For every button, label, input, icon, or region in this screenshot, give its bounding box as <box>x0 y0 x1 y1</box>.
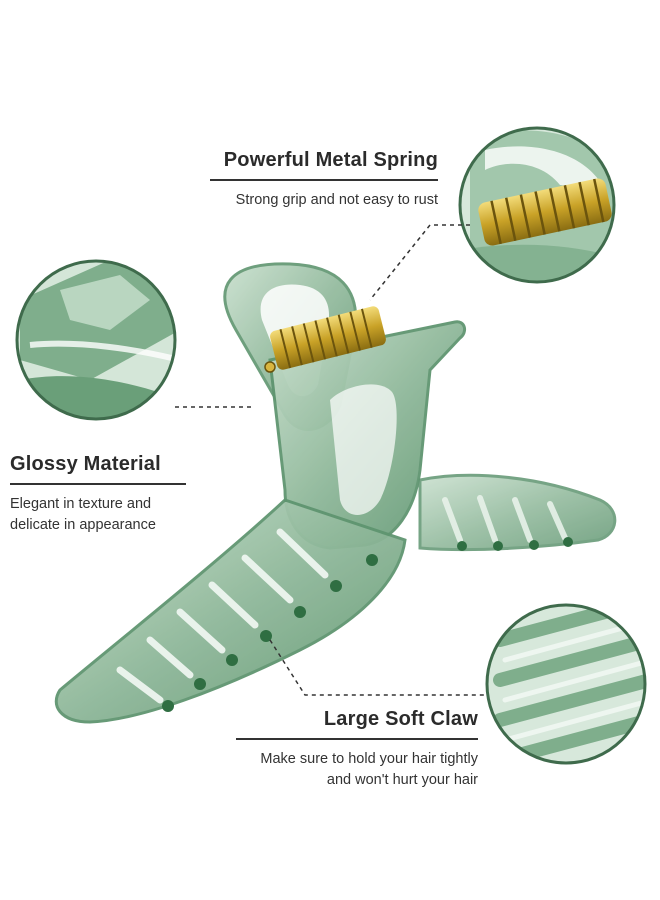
feature-desc-spring: Strong grip and not easy to rust <box>235 192 438 208</box>
metal-spring <box>264 306 386 373</box>
zoom-circle-glossy <box>15 259 177 421</box>
zoom-circle-spring <box>458 126 616 284</box>
feature-title-spring: Powerful Metal Spring <box>223 149 438 171</box>
feature-desc-glossy-line1: Elegant in texture and <box>10 496 152 512</box>
leader-spring <box>369 224 470 301</box>
zoom-circle-claw <box>485 603 647 765</box>
feature-spring: Powerful Metal Spring Strong grip and no… <box>210 149 438 211</box>
title-underline <box>210 179 438 181</box>
title-underline <box>10 483 186 485</box>
feature-title-claw: Large Soft Claw <box>323 708 478 730</box>
leader-claw <box>269 639 487 696</box>
title-underline <box>236 738 478 740</box>
feature-glossy: Glossy Material Elegant in texture and d… <box>10 453 186 536</box>
hair-clip-image <box>54 262 617 724</box>
feature-desc-claw-line2: and won't hurt your hair <box>326 772 478 788</box>
leader-lines <box>175 224 487 696</box>
feature-desc-glossy-line2: delicate in appearance <box>10 517 156 533</box>
feature-desc-claw-line1: Make sure to hold your hair tightly <box>260 751 478 767</box>
feature-claw: Large Soft Claw Make sure to hold your h… <box>236 708 478 791</box>
feature-title-glossy: Glossy Material <box>10 453 161 475</box>
